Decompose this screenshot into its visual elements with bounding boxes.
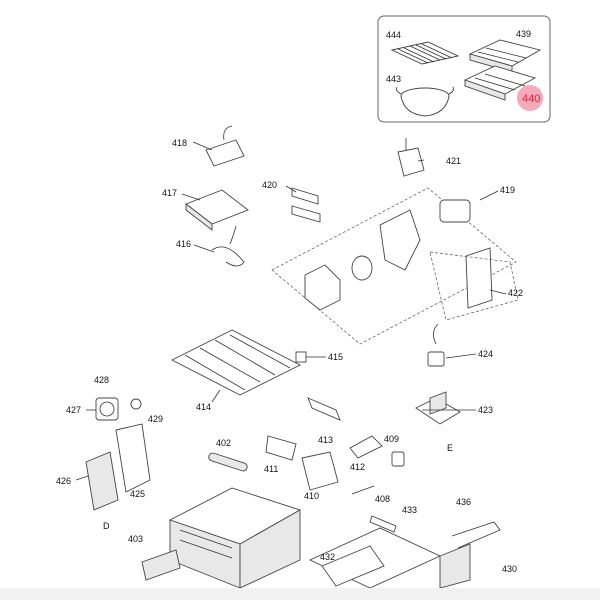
part-422-panel[interactable] [429, 247, 519, 321]
leader-lines [75, 141, 507, 481]
label-429: 429 [148, 414, 163, 424]
label-403: 403 [128, 534, 143, 544]
label-443: 443 [386, 74, 401, 84]
label-409: 409 [384, 434, 399, 444]
part-411-mount[interactable] [265, 435, 297, 461]
part-420-vent-plates[interactable] [291, 187, 321, 223]
part-403-panel[interactable] [141, 549, 181, 581]
part-416-wire-harness[interactable] [211, 225, 245, 267]
part-418-bracket[interactable] [205, 125, 245, 167]
main-chassis[interactable] [168, 487, 302, 589]
label-427: 427 [66, 405, 81, 415]
label-410: 410 [304, 491, 319, 501]
label-417: 417 [162, 188, 177, 198]
highlight-marker-440 [517, 85, 543, 111]
label-420: 420 [262, 180, 277, 190]
label-402: 402 [216, 438, 231, 448]
part-424-switch[interactable] [427, 323, 445, 367]
part-440-rack[interactable] [463, 65, 537, 101]
assembly-419-outline [271, 187, 517, 345]
part-426-cover[interactable] [85, 451, 119, 511]
part-432-bracket[interactable] [321, 545, 385, 587]
part-417-plate[interactable] [185, 189, 249, 231]
label-415: 415 [328, 352, 343, 362]
part-419-motor-assembly[interactable] [304, 199, 471, 311]
label-436: 436 [456, 497, 471, 507]
label-414: 414 [196, 402, 211, 412]
label-D: D [103, 521, 110, 531]
part-425-bracket[interactable] [115, 423, 151, 493]
part-436-arm[interactable] [451, 521, 501, 549]
label-411: 411 [264, 464, 278, 474]
label-444: 444 [386, 30, 401, 40]
part-415-clip[interactable] [295, 351, 307, 363]
label-424: 424 [478, 349, 493, 359]
label-425: 425 [130, 489, 145, 499]
label-412: 412 [350, 462, 365, 472]
part-427-fan[interactable] [95, 397, 119, 421]
label-428: 428 [94, 375, 109, 385]
part-444-wire-rack[interactable] [390, 41, 460, 65]
label-439: 439 [516, 29, 531, 39]
label-416: 416 [176, 239, 191, 249]
label-422: 422 [508, 288, 523, 298]
part-402-bar[interactable] [208, 452, 249, 472]
label-419: 419 [500, 185, 515, 195]
part-408-pin[interactable] [351, 485, 375, 495]
part-414-frame[interactable] [171, 329, 301, 396]
part-413-rail[interactable] [307, 397, 341, 421]
label-E: E [447, 443, 453, 453]
label-433: 433 [402, 505, 417, 515]
part-443-cooking-pot[interactable] [396, 86, 454, 117]
label-421: 421 [446, 156, 461, 166]
bottom-scroll-bar[interactable] [0, 588, 600, 600]
label-423: 423 [478, 405, 493, 415]
part-433-strip[interactable] [369, 515, 397, 533]
part-412-cable[interactable] [349, 435, 383, 459]
label-408: 408 [375, 494, 390, 504]
part-410-housing[interactable] [301, 451, 339, 491]
part-421-bracket[interactable] [397, 138, 425, 177]
part-423-bracket[interactable] [415, 391, 461, 425]
label-432: 432 [320, 552, 335, 562]
label-418: 418 [172, 138, 187, 148]
label-440: 440 [522, 93, 540, 105]
label-413: 413 [318, 435, 333, 445]
label-426: 426 [56, 476, 71, 486]
label-430: 430 [502, 564, 517, 574]
part-409-connector[interactable] [391, 451, 405, 467]
part-429-knob[interactable] [130, 398, 142, 410]
